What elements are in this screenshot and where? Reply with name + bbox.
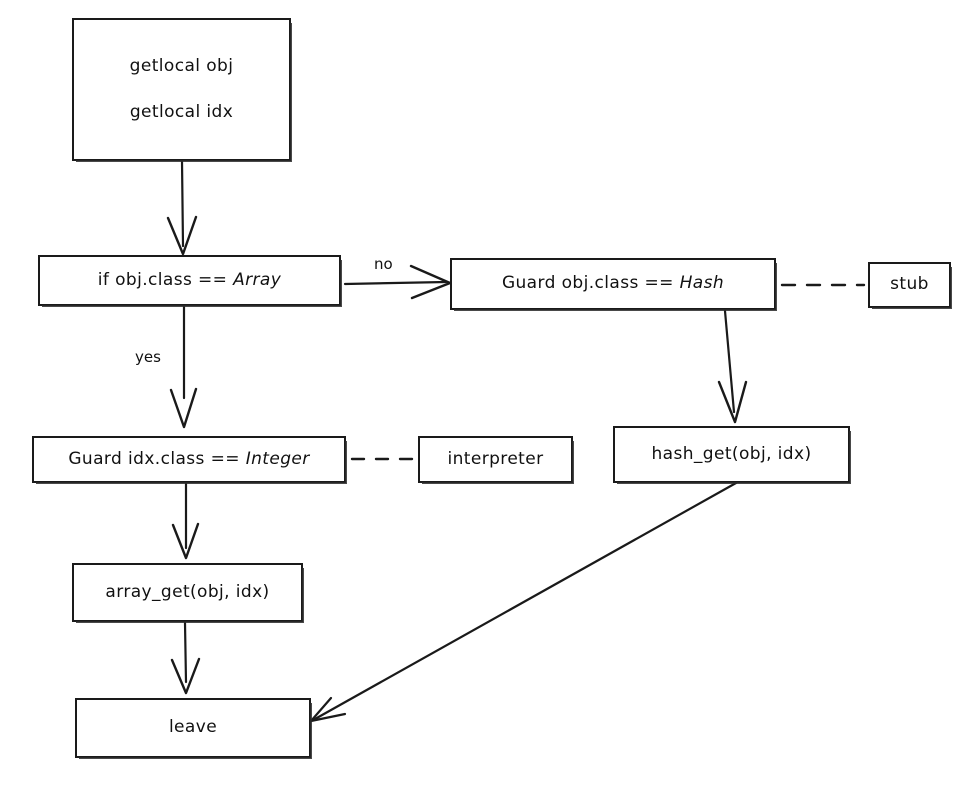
node-leave[interactable]: leave [75, 698, 312, 759]
edge-hash-get-to-leave [309, 481, 738, 723]
node-if-array-prefix: if obj.class == [97, 269, 234, 290]
node-interpreter-label: interpreter [447, 448, 544, 469]
node-guard-hash-prefix: Guard obj.class == [501, 273, 680, 294]
node-getlocal-line1: getlocal obj [129, 55, 234, 76]
node-stub[interactable]: stub [868, 262, 952, 309]
node-getlocal[interactable]: getlocal obj getlocal idx [72, 18, 292, 162]
node-guard-integer-label: Guard idx.class == Integer [68, 448, 310, 470]
node-hash-get-label: hash_get(obj, idx) [651, 443, 812, 464]
node-guard-integer-class: Integer [245, 448, 310, 469]
node-guard-integer-prefix: Guard idx.class == [68, 448, 246, 469]
node-interpreter[interactable]: interpreter [418, 436, 574, 484]
node-hash-get[interactable]: hash_get(obj, idx) [613, 426, 851, 484]
node-leave-label: leave [168, 717, 218, 738]
edge-if-array-to-guard-integer [169, 305, 198, 429]
edge-label-yes: yes [135, 348, 161, 366]
node-guard-idx-class-integer[interactable]: Guard idx.class == Integer [32, 436, 347, 484]
node-guard-hash-label: Guard obj.class == Hash [501, 273, 725, 294]
node-if-array-class: Array [233, 269, 282, 290]
node-guard-hash-class: Hash [679, 273, 725, 294]
node-array-get-label: array_get(obj, idx) [105, 581, 270, 602]
edge-if-array-to-guard-hash [343, 264, 452, 300]
edge-array-get-to-leave [170, 621, 201, 695]
edge-label-no: no [374, 255, 393, 273]
node-stub-label: stub [890, 274, 929, 295]
edge-getlocal-to-if-array [166, 159, 198, 256]
node-guard-obj-class-hash[interactable]: Guard obj.class == Hash [450, 258, 777, 311]
node-getlocal-line2: getlocal idx [129, 101, 234, 122]
edge-guard-hash-to-hash-get [717, 309, 748, 424]
node-if-array-label: if obj.class == Array [97, 269, 282, 291]
edge-guard-integer-to-array-get [171, 482, 200, 560]
node-if-obj-class-array[interactable]: if obj.class == Array [38, 255, 342, 307]
node-array-get[interactable]: array_get(obj, idx) [72, 563, 304, 623]
